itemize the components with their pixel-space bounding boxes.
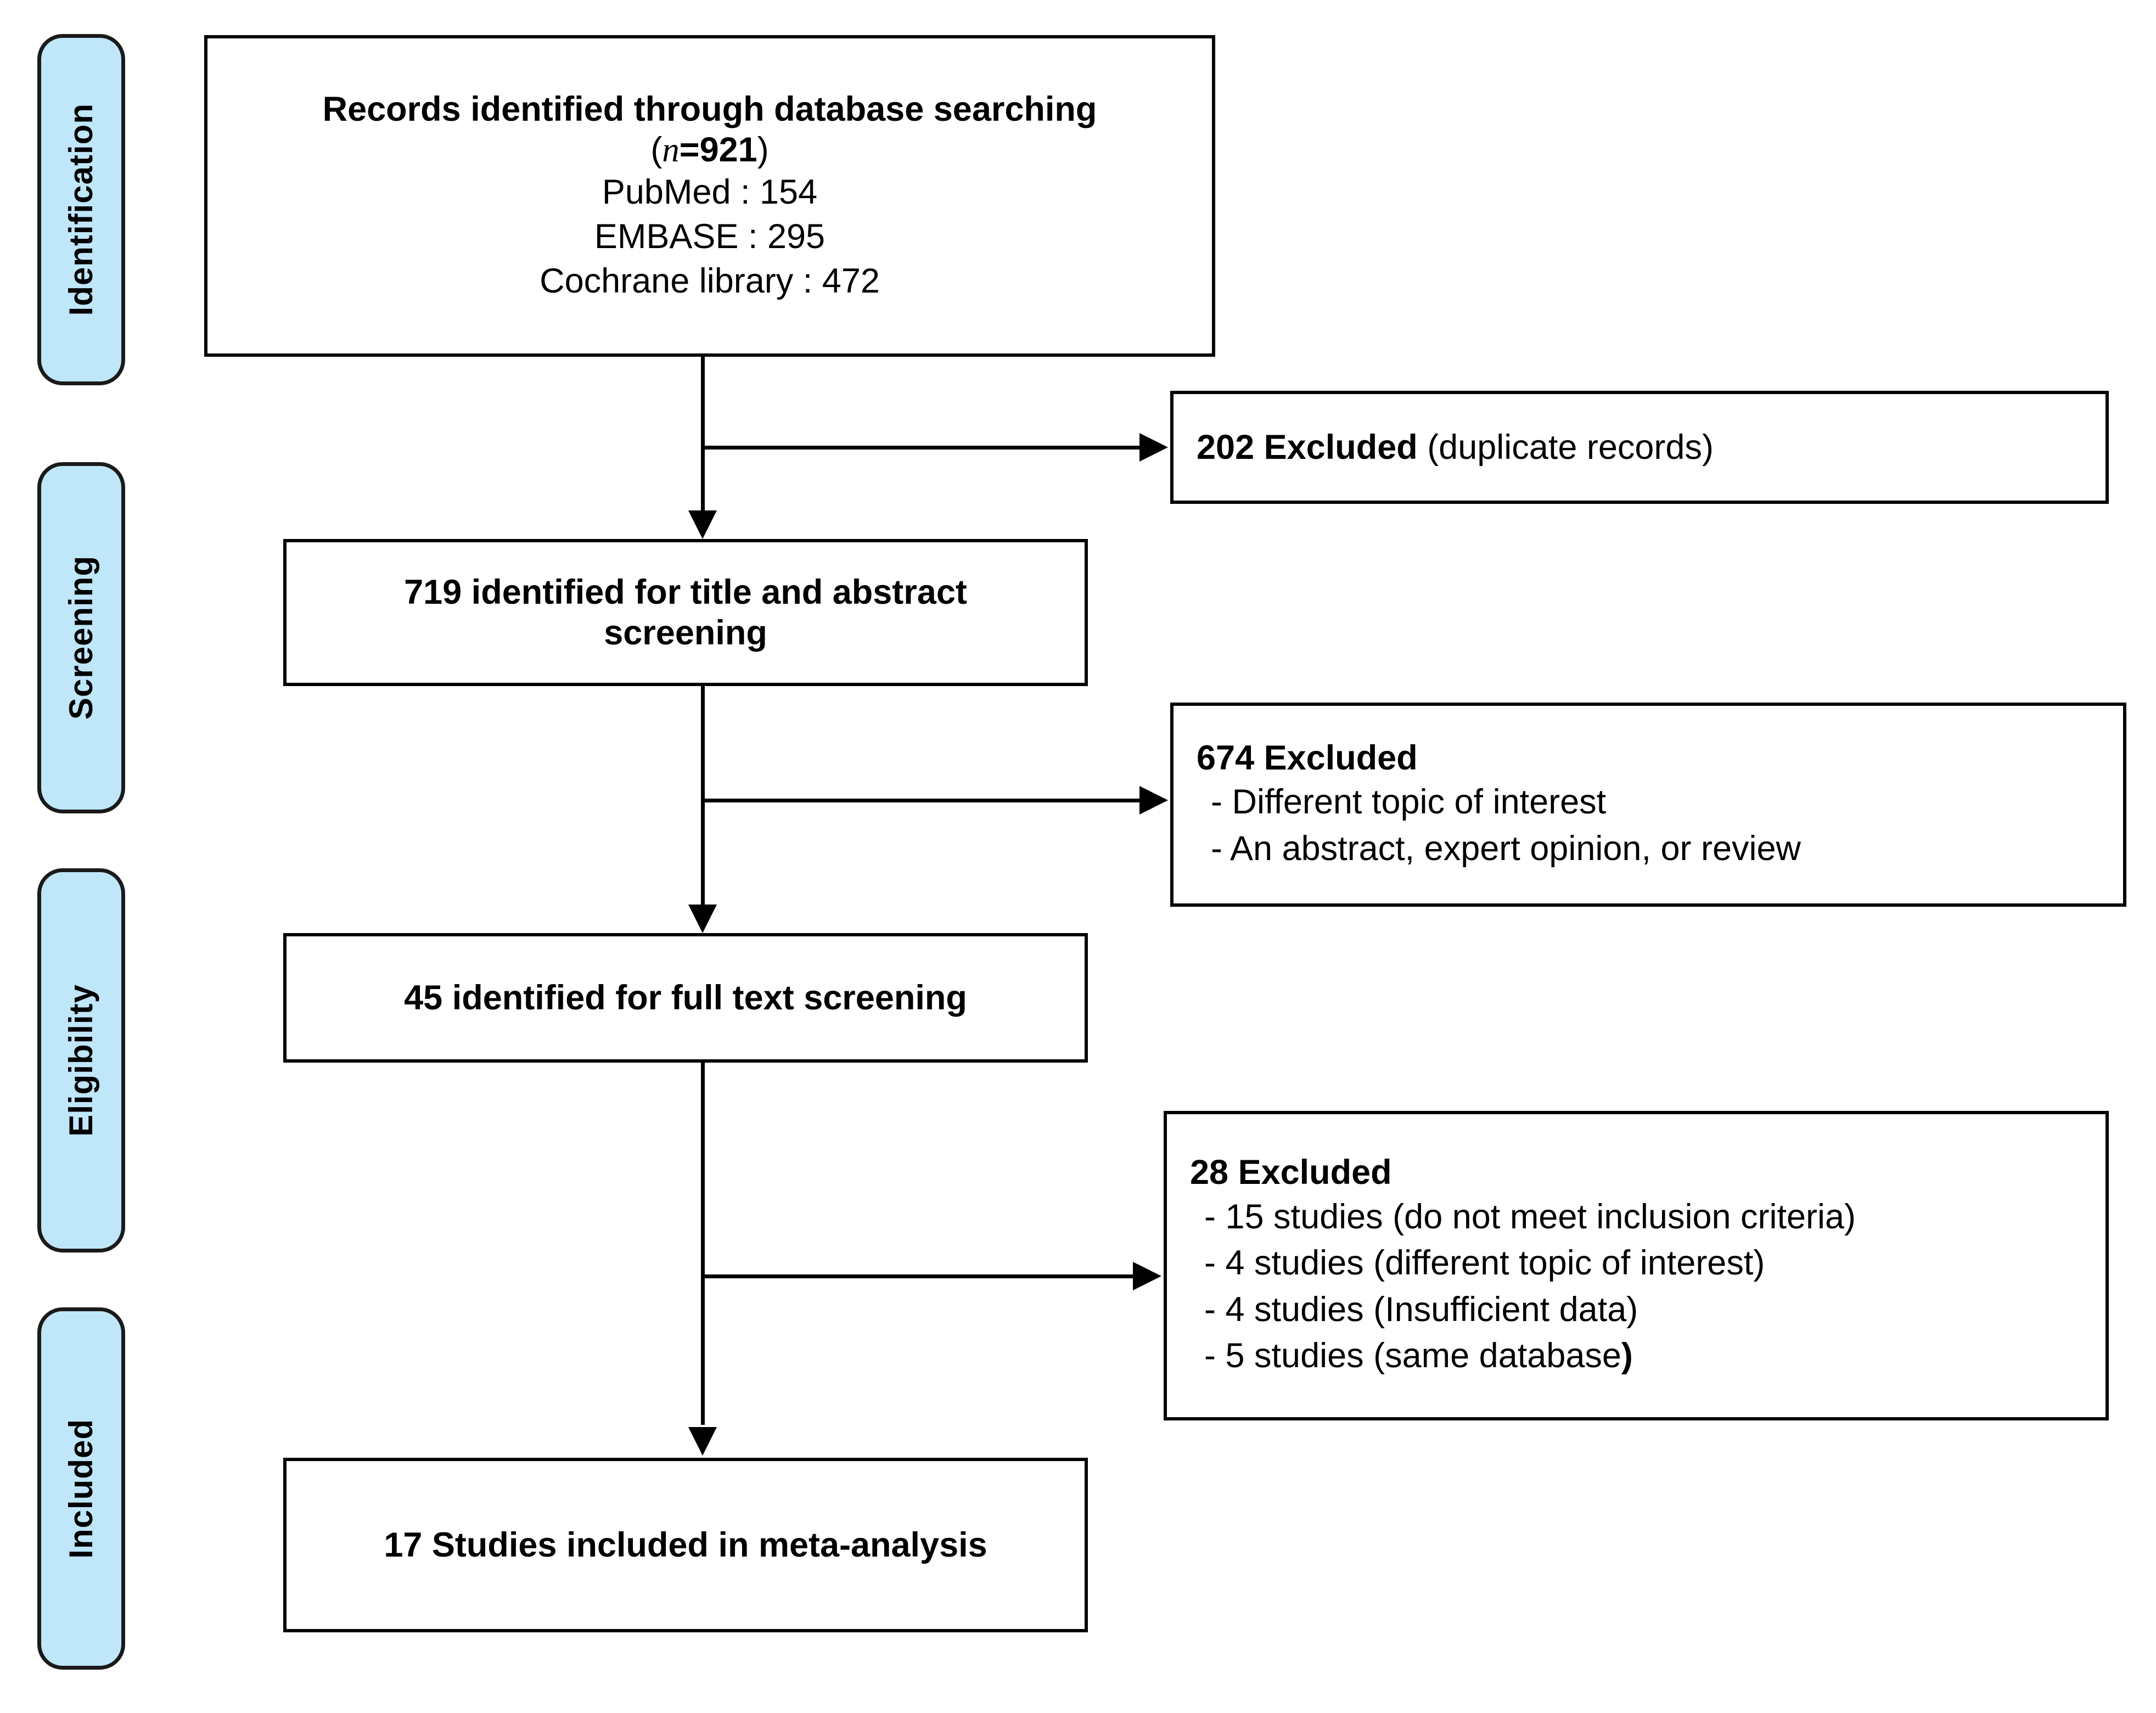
arrowhead-to-eligibility-box [688, 905, 717, 933]
exclusion-duplicates-count: 202 Excluded [1197, 428, 1418, 467]
exclusion-full-text-item-4: - 5 studies (same database) [1190, 1333, 1633, 1379]
arrowhead-to-exclusion-title-abstract [1139, 786, 1168, 815]
exclusion-duplicates-detail: (duplicate records) [1417, 428, 1714, 467]
identification-box: Records identified through database sear… [204, 35, 1215, 357]
screening-box-text: 719 identified for title and abstract sc… [404, 572, 967, 652]
n-suffix: ) [757, 131, 769, 170]
eligibility-box-text: 45 identified for full text screening [404, 978, 967, 1017]
stage-pill-included: Included [37, 1307, 125, 1670]
included-box: 17 Studies included in meta-analysis [283, 1458, 1088, 1632]
screening-box: 719 identified for title and abstract sc… [283, 539, 1088, 686]
connector-to-exclusion-duplicates [703, 446, 1142, 450]
arrowhead-to-screening-box [688, 510, 717, 539]
identification-box-n: (n=921) [650, 130, 768, 170]
connector-to-exclusion-full-text [703, 1274, 1135, 1278]
stage-pill-identification: Identification [37, 34, 125, 385]
exclusion-full-text-item-4-text: - 5 studies (same database [1204, 1336, 1621, 1375]
connector-identification-to-screening-trunk [701, 357, 705, 515]
included-box-text: 17 Studies included in meta-analysis [384, 1525, 987, 1564]
exclusion-full-text-item-4-suffix: ) [1621, 1336, 1633, 1375]
exclusion-title-abstract-item-1: - Different topic of interest [1211, 783, 1607, 822]
stage-pill-eligibility: Eligibility [37, 868, 125, 1253]
exclusion-full-text-item-3: - 4 studies (Insufficient data) [1204, 1290, 1638, 1329]
exclusion-full-text-count: 28 Excluded [1190, 1153, 1392, 1192]
exclusion-duplicates-line: 202 Excluded (duplicate records) [1197, 425, 1714, 470]
arrowhead-to-exclusion-duplicates [1139, 433, 1168, 462]
exclusion-full-text-item-1: - 15 studies (do not meet inclusion crit… [1204, 1197, 1856, 1236]
exclusion-full-text-item-2: - 4 studies (different topic of interest… [1204, 1244, 1765, 1283]
exclusion-title-abstract-count: 674 Excluded [1197, 738, 1418, 777]
n-value: =921 [679, 131, 757, 170]
exclusion-title-abstract-item-2: - An abstract, expert opinion, or review [1211, 829, 1801, 868]
exclusion-box-title-abstract: 674 Excluded - Different topic of intere… [1170, 703, 2126, 907]
stage-label-included: Included [63, 1418, 99, 1559]
stage-label-eligibility: Eligibility [63, 984, 99, 1137]
source-cochrane: Cochrane library : 472 [540, 261, 880, 300]
stage-label-identification: Identification [63, 103, 99, 316]
connector-eligibility-to-included-trunk [701, 1063, 705, 1425]
connector-to-exclusion-title-abstract [703, 799, 1142, 802]
exclusion-box-full-text: 28 Excluded - 15 studies (do not meet in… [1164, 1111, 2109, 1420]
stage-label-screening: Screening [63, 555, 99, 720]
arrowhead-to-exclusion-full-text [1133, 1262, 1161, 1290]
source-embase: EMBASE : 295 [594, 217, 826, 256]
stage-pill-screening: Screening [37, 462, 125, 813]
source-pubmed: PubMed : 154 [602, 173, 818, 212]
arrowhead-to-included-box [688, 1427, 717, 1456]
n-italic: n [662, 131, 680, 170]
connector-screening-to-eligibility-trunk [701, 686, 705, 908]
identification-box-title: Records identified through database sear… [322, 89, 1097, 128]
exclusion-box-duplicates: 202 Excluded (duplicate records) [1170, 391, 2109, 504]
eligibility-box: 45 identified for full text screening [283, 933, 1088, 1063]
n-prefix: ( [650, 131, 662, 170]
